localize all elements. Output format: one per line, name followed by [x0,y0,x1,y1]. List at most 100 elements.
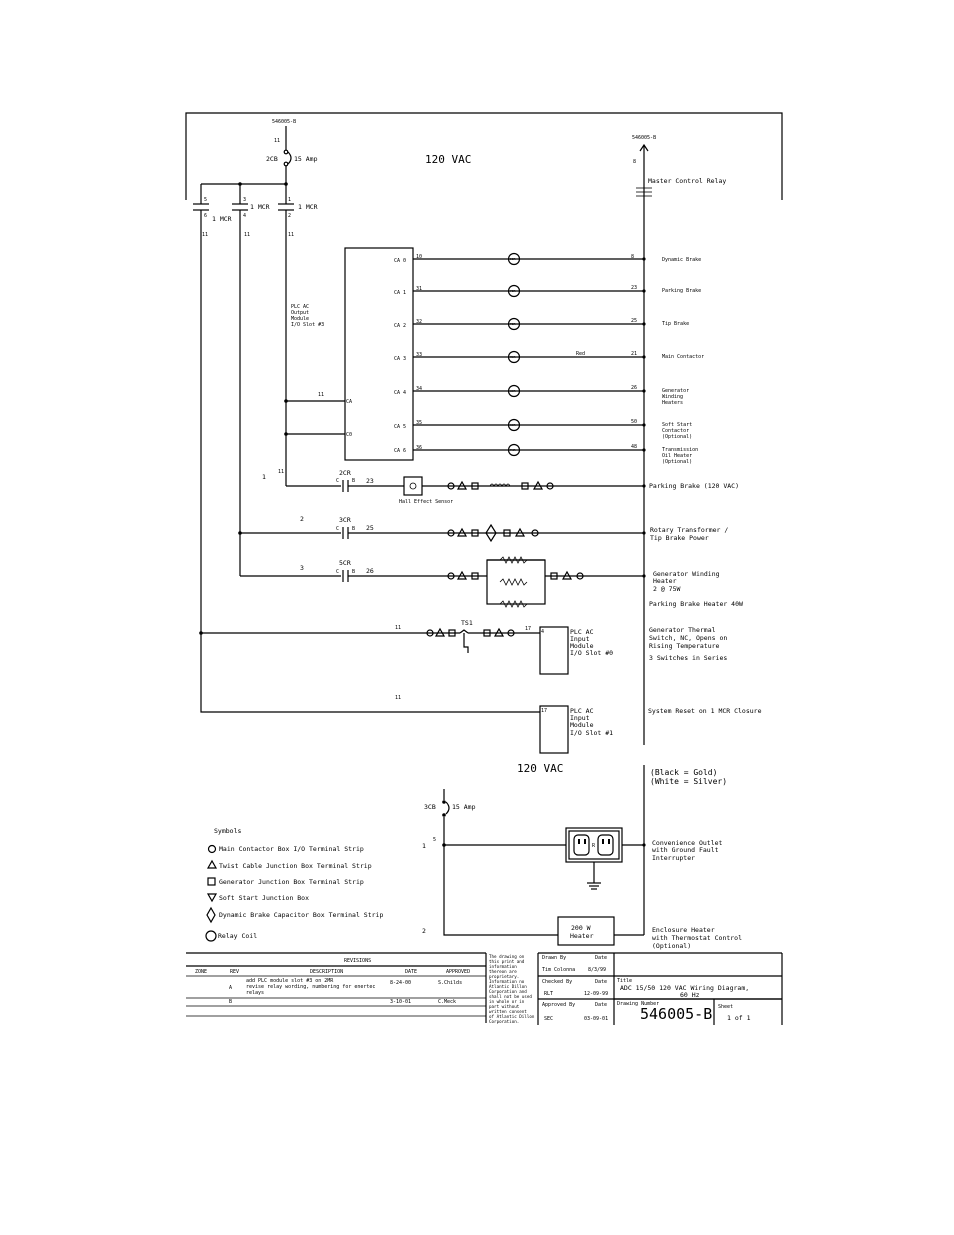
ch-row-4: CA 4 34 GCR 26 Generator Winding Heaters [394,384,689,406]
voltage-top: 120 VAC [425,153,471,166]
rev-b-approved: C.Meck [438,999,456,1005]
date-label-1: Date [595,955,607,961]
rung-parking-brake: 1 11 2CR C B 23 Hall Effect Sensor Parki… [262,469,739,505]
ch-row-5: CA 5 35 SCR 50 Soft Start Contactor (Opt… [394,418,692,440]
rev-a-desc3: relays [246,990,264,996]
ch-desc-2: Oil Heater [662,453,692,459]
ch-desc-3: (Optional) [662,434,692,440]
relay-5cr: 5CR [339,559,351,567]
row4-label2: Switch, NC, Opens on [649,634,727,642]
row3-label2: Heater [653,577,677,585]
ch-desc: Main Contactor [662,354,704,360]
notice-4: proprietary. [489,974,519,979]
mcr-label: Master Control Relay [648,177,726,185]
col-approved: APPROVED [446,969,470,975]
relay-3cr: 3CR [339,516,351,524]
symbol-relay-coil: Relay Coil [218,932,257,940]
ch-out: 50 [631,419,637,425]
contact-c: C [336,526,339,532]
wire-11a: 11 [202,232,208,238]
col-zone: ZONE [195,969,207,975]
ch-row-0: CA 0 10 DBR 8 Dynamic Brake [394,252,701,266]
cb2-rating: 15 Amp [294,155,318,163]
coil-dbr: DBR [510,257,516,261]
tag-1: 1 [288,197,291,203]
outlet-rung: 1 [422,842,426,850]
col-rev: REV [230,969,239,975]
red-label: Red [576,351,585,357]
ch-label: CA 6 [394,448,406,454]
frame [185,112,783,200]
heater-rung: 2 [422,927,426,935]
drawn-date: 8/3/99 [588,967,606,973]
plc-out-l3: Module [291,316,309,322]
plc-in1-l1: PLC AC [570,707,594,715]
ch-wire: 10 [416,254,422,260]
top-ref: 546005-B [272,119,296,125]
ch-out: 48 [631,444,637,450]
ch-label: CA 5 [394,424,406,430]
relay-2cr: 2CR [339,469,351,477]
ts1: TS1 [461,619,473,627]
rung-1: 1 [262,473,266,481]
row1-label: Parking Brake (120 VAC) [649,482,739,490]
rev-a-desc1: add PLC module slot #3 on 2MR [246,978,334,984]
coil-thr: THR [510,448,516,452]
ch-row-2: CA 2 32 TBR 25 Tip Brake [394,317,689,331]
notice-12: of Atlantic Dillon [489,1014,535,1019]
plc-in1-l3: Module [570,721,594,729]
rev-a-desc2: revise relay wording, numbering for ener… [246,984,375,990]
symbol-circle: Main Contactor Box I/O Terminal Strip [219,845,364,853]
rung-system-reset: 11 17 PLC AC Input Module I/O Slot #1 Sy… [200,633,762,754]
drawn-by-label: Drawn By [542,955,566,961]
mcr-contact-1 [193,184,209,633]
rung-3: 3 [300,564,304,572]
outlet-l1: Convenience Outlet [652,839,723,847]
row4-port: 4 [541,629,544,635]
ch-out: 26 [631,385,637,391]
revisions-heading: REVISIONS [344,958,371,964]
approved-by-label: Approved By [542,1002,575,1008]
tag-3: 3 [243,197,246,203]
ch-label: CA 1 [394,290,406,296]
symbol-diamond: Dynamic Brake Capacitor Box Terminal Str… [219,911,383,919]
coil-pbr: PBR [510,289,516,293]
rev-a: A [229,985,232,991]
com-label: C0 [346,432,352,438]
plc-output-module [344,247,414,461]
ch-desc: Dynamic Brake [662,257,701,263]
mcr-label-2: 1 MCR [250,203,270,211]
contact-b: B [352,569,355,575]
plc-in1-l2: Input [570,714,590,722]
wire-11b: 11 [244,232,250,238]
row3-label3: 2 @ 75W [653,585,680,593]
sheet-number: 1 of 1 [727,1014,751,1022]
rung-2: 2 [300,515,304,523]
row3-wire-out: 26 [366,567,374,575]
symbol-inverted-triangle: Soft Start Junction Box [219,894,309,902]
symbols-legend: Symbols Main Contactor Box I/O Terminal … [205,827,383,942]
notice-7: Corporation and [489,989,527,994]
tag-5: 5 [204,197,207,203]
notice-10: part without [489,1004,520,1009]
coil-mcr: MCR [510,355,516,359]
date-label-3: Date [595,1002,607,1008]
contact-b: B [352,526,355,532]
rung-rotary-transformer: 2 3CR C B 25 Rotary Transformer / Tip Br… [238,515,728,543]
ch-wire: 34 [416,386,422,392]
row2-wire-out: 25 [366,524,374,532]
cb2-name: 2CB [266,155,278,163]
drawn-name: Tim Colonna [542,967,575,973]
drawing-title-1: ADC 15/50 120 VAC Wiring Diagram, [620,984,749,992]
symbol-triangle: Twist Cable Junction Box Terminal Strip [219,862,372,870]
plc-out-l1: PLC AC [291,304,309,310]
voltage-mid: 120 VAC [517,762,563,775]
plc-in0-l1: PLC AC [570,628,594,636]
gfi-outlet: R [565,827,623,863]
plc-in0-l4: I/O Slot #0 [570,649,613,657]
ch-desc-3: (Optional) [662,459,692,465]
ch-desc-3: Heaters [662,400,683,406]
notice-8: shall not be used [489,994,532,999]
heater-box2: Heater [570,932,594,940]
tag-4: 4 [243,213,246,219]
